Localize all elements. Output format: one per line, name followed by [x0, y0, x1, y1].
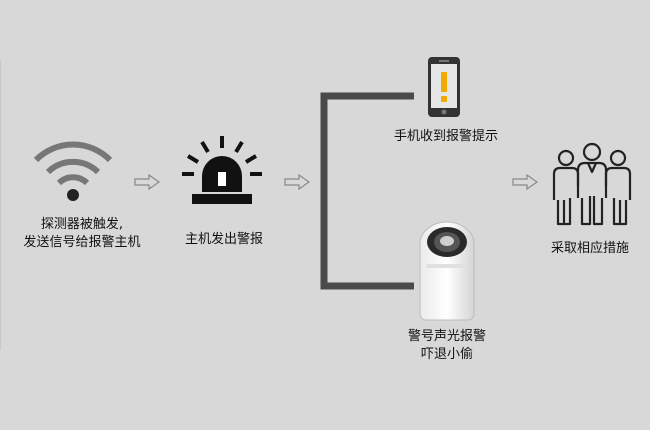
siren-label-line1: 警号声光报警 — [407, 329, 486, 344]
sensor-label: 探测器被触发, 发送信号给报警主机 — [22, 216, 142, 252]
alarm-beacon-icon — [182, 136, 262, 204]
siren-device-icon — [419, 221, 475, 321]
people-group-icon — [552, 142, 632, 226]
phone-alert-icon — [428, 57, 460, 117]
left-divider — [0, 60, 1, 350]
sensor-label-line1: 探测器被触发, — [40, 217, 124, 232]
host-label: 主机发出警报 — [184, 232, 263, 247]
arrow-right-icon — [134, 174, 160, 190]
sensor-label-line2: 发送信号给报警主机 — [23, 235, 141, 250]
siren-label-line2: 吓退小偷 — [420, 347, 473, 362]
phone-label: 手机收到报警提示 — [393, 129, 498, 144]
branch-connector — [320, 92, 414, 290]
arrow-right-icon — [284, 174, 310, 190]
wifi-icon — [33, 141, 113, 201]
arrow-right-icon — [512, 174, 538, 190]
action-label: 采取相应措施 — [550, 241, 629, 256]
siren-label: 警号声光报警 吓退小偷 — [392, 328, 502, 364]
